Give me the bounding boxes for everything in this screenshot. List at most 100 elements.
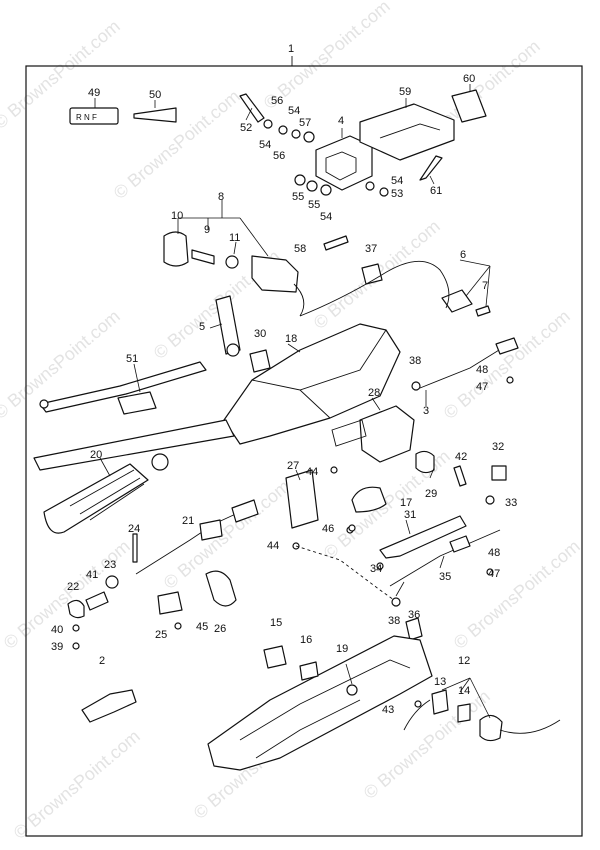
connector-part: [263, 645, 287, 669]
bracket-detail: [239, 659, 411, 741]
callout-label: 3: [423, 405, 429, 417]
clip-part: [299, 661, 319, 681]
callout-label: 54: [320, 211, 332, 223]
cable-bracket: [379, 515, 467, 559]
callout-label: 39: [51, 641, 63, 653]
callout-label: 55: [308, 199, 320, 211]
tiller-detail: [251, 329, 387, 391]
washer-part: [263, 119, 273, 129]
callout-label: 37: [365, 243, 377, 255]
callout-label: 46: [322, 523, 334, 535]
callout-label: 11: [229, 232, 240, 244]
callout-label: 53: [391, 188, 403, 200]
callout-label: 36: [408, 609, 420, 621]
knob-part: [415, 450, 435, 474]
bracket-detail: [255, 699, 361, 759]
callout-label: 38: [409, 355, 421, 367]
small-plate: [451, 89, 487, 123]
grip-ridges: [69, 469, 145, 521]
callout-label: 31: [404, 509, 416, 521]
callout-labels: 49 50 52 56 54 57 54 56 4 59 60 54 53 61…: [51, 73, 517, 716]
throttle-cable-end: [199, 519, 223, 541]
shaft-ring: [151, 453, 169, 471]
assembly-frame: [25, 65, 583, 837]
switch-body: [251, 255, 299, 293]
screw-part: [414, 700, 422, 708]
callout-label: 54: [259, 139, 271, 151]
cover-cap: [351, 486, 387, 513]
wiring-harness: [299, 260, 450, 317]
callout-label: 19: [336, 643, 348, 655]
callout-label: 14: [458, 685, 470, 697]
callout-label: 30: [254, 328, 266, 340]
callout-label: 60: [463, 73, 475, 85]
callout-label: 55: [292, 191, 304, 203]
callout-label: 56: [273, 150, 285, 162]
washer-part: [365, 181, 375, 191]
bushing-part: [306, 180, 318, 192]
callout-label: 7: [482, 280, 488, 292]
tiller-handle-housing: [223, 323, 401, 445]
callout-label: 24: [128, 523, 140, 535]
watermark: © BrownsPoint.com: [0, 536, 134, 653]
watermark: © BrownsPoint.com: [110, 86, 244, 203]
callout-label: 58: [294, 243, 306, 255]
switch-bracket: [331, 419, 367, 447]
screw-part: [486, 568, 494, 576]
cable-clamp: [449, 535, 471, 553]
callout-label: 26: [214, 623, 226, 635]
throttle-cable-lower: [389, 529, 501, 587]
tiller-shaft: [33, 419, 235, 471]
bolt-part: [419, 155, 443, 181]
callout-label: 12: [458, 655, 470, 667]
shift-cable: [419, 341, 513, 389]
callout-label: 10: [171, 210, 183, 222]
mounting-bracket: [285, 469, 319, 529]
washer-part: [278, 125, 288, 135]
callout-label: 32: [492, 441, 504, 453]
callout-label: 43: [382, 704, 394, 716]
throttle-cable-end: [231, 499, 259, 523]
part-drawings: R N F: [33, 89, 561, 771]
callout-label: 44: [306, 466, 318, 478]
callout-label: 45: [196, 621, 208, 633]
callout-label: 48: [488, 547, 500, 559]
callout-label: 6: [460, 249, 466, 261]
callout-label: 22: [67, 581, 79, 593]
callout-label: 40: [51, 624, 63, 636]
bolt-part: [453, 465, 467, 487]
clamp-plate-detail: [379, 123, 441, 139]
ring-part: [225, 255, 239, 269]
callout-label: 13: [434, 676, 446, 688]
stop-switch: [479, 714, 503, 742]
shift-indicator-plate: [69, 107, 119, 125]
grommet-part: [249, 349, 271, 373]
cap-part: [67, 599, 85, 619]
callout-label: 34: [370, 563, 382, 575]
callout-label: 54: [288, 105, 300, 117]
callout-label: 48: [476, 364, 488, 376]
callout-label: 38: [388, 615, 400, 627]
callout-label: 20: [90, 449, 102, 461]
callout-label: 23: [104, 559, 116, 571]
wedge-part: [133, 107, 177, 123]
routing-line: [295, 545, 395, 601]
screw-part: [506, 376, 514, 384]
callout-label: 16: [300, 634, 312, 646]
callout-label: 8: [218, 191, 224, 203]
screw-part: [72, 642, 80, 650]
clamp-plate: [359, 103, 455, 161]
callout-label: 35: [439, 571, 451, 583]
switch-wire: [499, 719, 561, 734]
callout-label: 61: [430, 185, 442, 197]
pin-part: [132, 533, 138, 563]
washer-part: [376, 562, 384, 570]
screw-part: [330, 466, 338, 474]
callout-label: 29: [425, 488, 437, 500]
callout-label: 51: [126, 353, 138, 365]
spring-part: [85, 591, 109, 611]
callout-label: 4: [338, 115, 344, 127]
watermark: © BrownsPoint.com: [440, 306, 574, 423]
lever-part: [81, 689, 137, 723]
